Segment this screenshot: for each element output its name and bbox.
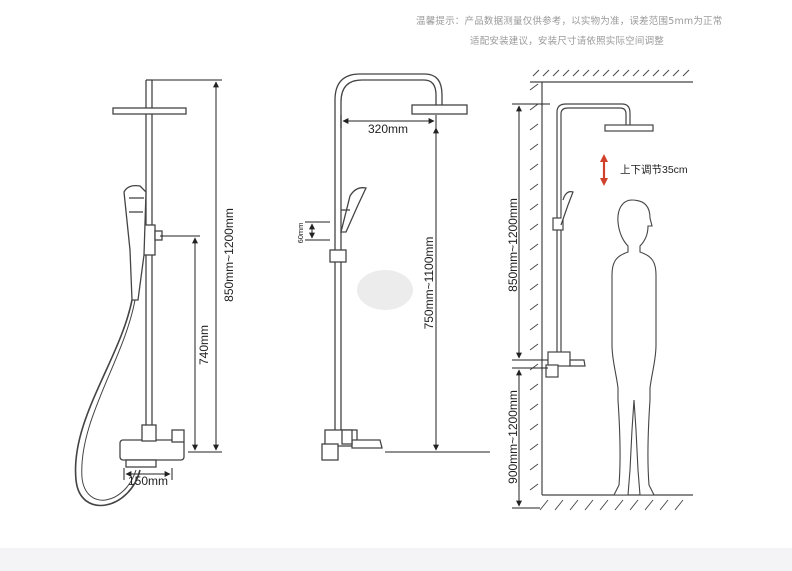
middle-dimensions [305,115,490,453]
left-handheld-height-label: 740mm [197,325,211,365]
right-dimensions [512,103,550,509]
notice-line-1: 温馨提示：产品数据测量仅供参考，以实物为准，误差范围5mm为正常 [416,16,723,27]
left-total-height-label: 850mm~1200mm [222,208,236,302]
right-room-drawing [529,69,693,511]
adjust-arrow-icon [600,154,608,186]
left-dimensions [123,79,222,480]
left-shower-drawing [74,79,187,507]
adjust-range-label: 上下调节35cm [620,164,688,176]
right-lower-height-label: 900mm~1200mm [506,390,520,484]
middle-shower-drawing [321,73,468,461]
left-spout-width-label: 150mm [128,474,168,488]
watermark-smudge [357,270,413,310]
middle-height-label: 750mm~1100mm [422,237,436,330]
notice-line-2: 适配安装建议，安装尺寸请依照实际空间调整 [470,36,665,47]
middle-arm-length-label: 320mm [368,122,408,136]
right-upper-height-label: 850mm~1200mm [506,198,520,292]
bottom-band [0,548,792,571]
middle-bracket-label: 60mm [296,223,305,244]
